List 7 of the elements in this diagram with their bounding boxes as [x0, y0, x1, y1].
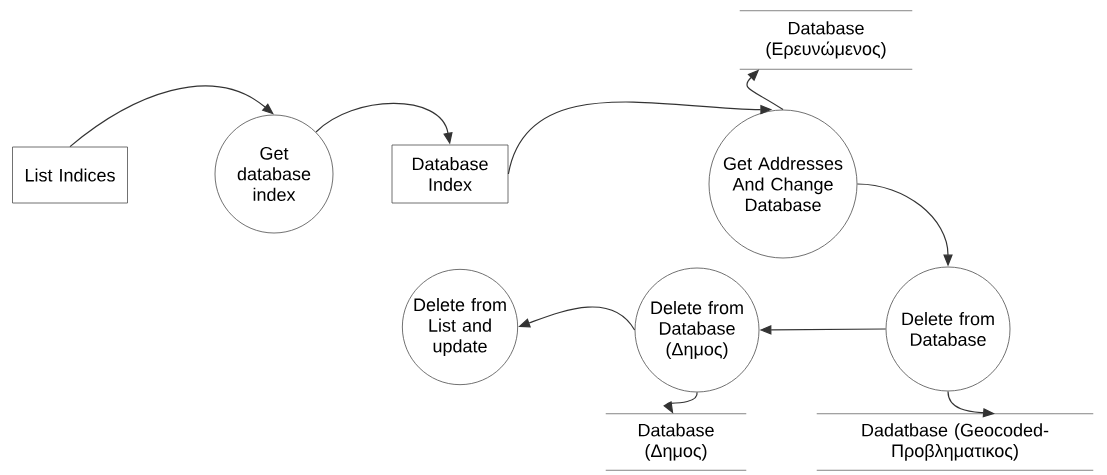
data-store: Dadatbase (Geocoded-Προβληματικος): [816, 413, 1094, 471]
entity-box: Database Index: [391, 144, 509, 204]
arrow: [746, 69, 784, 111]
data-store: Database (Δημος): [605, 413, 747, 471]
entity-box: List Indices: [12, 146, 128, 204]
data-store: Database (Ερευνώμενος): [739, 10, 913, 70]
arrow: [69, 85, 274, 148]
